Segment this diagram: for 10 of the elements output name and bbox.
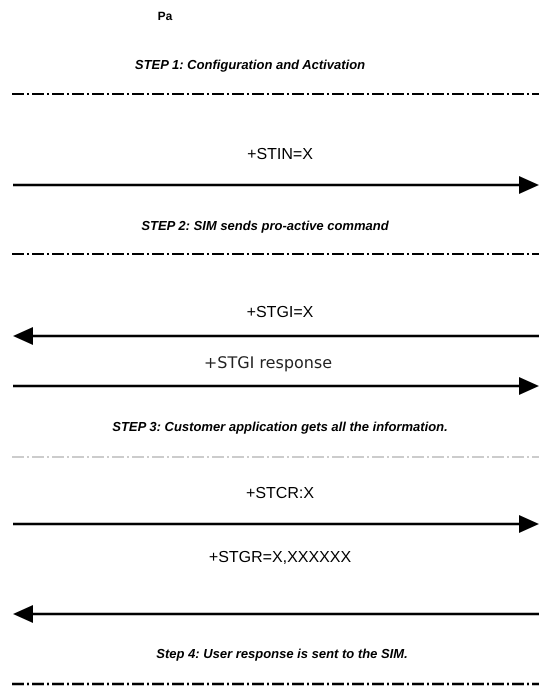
source-label: Pa [158, 10, 172, 22]
message-label: +STGI response [204, 355, 332, 371]
step-heading: Step 4: User response is sent to the SIM. [156, 647, 408, 660]
message-label: +STIN=X [247, 147, 313, 163]
step-heading: STEP 3: Customer application gets all the information. [112, 420, 448, 433]
message-label: +STGI=X [246, 305, 314, 321]
message-label: +STGR=X,XXXXXX [208, 550, 352, 566]
step-heading: STEP 2: SIM sends pro-active command [141, 219, 389, 232]
step-heading: STEP 1: Configuration and Activation [134, 58, 366, 71]
message-label: +STCR:X [246, 486, 314, 502]
